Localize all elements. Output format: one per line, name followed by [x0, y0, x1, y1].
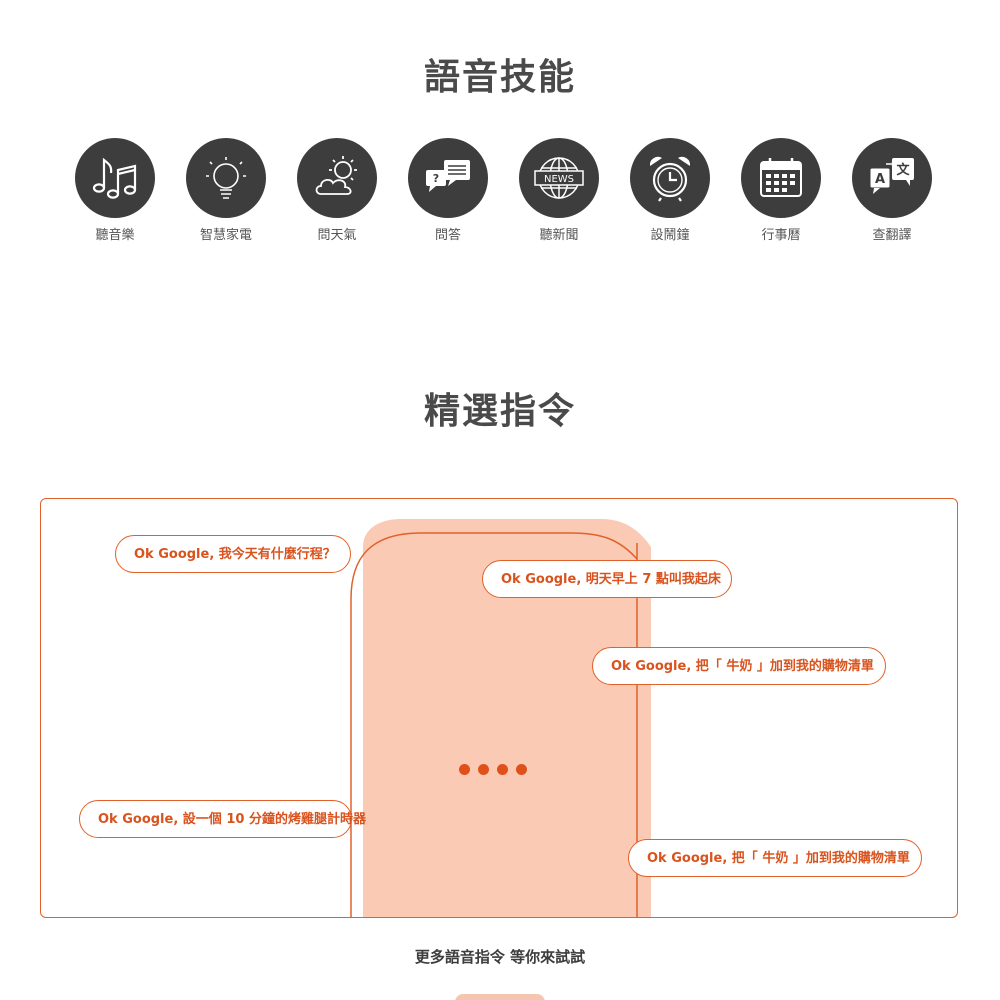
command-bubble-timer[interactable]: Ok Google, 設一個 10 分鐘的烤雞腿計時器	[79, 800, 366, 838]
translate-icon-cjk: 文	[896, 162, 910, 178]
skill-smart-home-circle	[186, 138, 266, 218]
skill-news-label: 聽新聞	[539, 228, 579, 243]
skill-news-circle: NEWS	[519, 138, 599, 218]
skills-row: 聽音樂 智慧家電	[72, 138, 932, 248]
bottom-button-hint[interactable]	[455, 994, 545, 1000]
commands-panel: Ok Google, 我今天有什麼行程？ Ok Google, 明天早上 7 點…	[40, 498, 958, 918]
qa-icon-mark: ?	[433, 172, 439, 185]
command-bubble-shopping-list[interactable]: Ok Google, 把「 牛奶 」加到我的購物清單	[592, 647, 886, 685]
skill-music-circle	[75, 138, 155, 218]
translate-icon: 文 A	[869, 158, 914, 194]
commands-title: 精選指令	[423, 391, 576, 432]
skill-qa-circle: ?	[408, 138, 488, 218]
skill-smart-home-label: 智慧家電	[199, 228, 252, 243]
command-bubble-schedule[interactable]: Ok Google, 我今天有什麼行程？	[115, 535, 351, 573]
indicator-dot	[478, 764, 489, 775]
skill-qa-label: 問答	[434, 228, 461, 243]
music-notes-icon	[92, 157, 137, 199]
skill-alarm-circle	[630, 138, 710, 218]
skill-calendar-circle	[741, 138, 821, 218]
skill-weather-label: 問天氣	[317, 228, 357, 243]
alarm-clock-icon	[649, 156, 691, 202]
calendar-icon	[760, 158, 802, 197]
skill-news[interactable]: NEWS 聽新聞	[509, 138, 609, 244]
question-chat-icon: ?	[426, 160, 470, 192]
more-commands-link[interactable]: 更多語音指令 等你來試試	[414, 948, 586, 966]
indicator-dot	[497, 764, 508, 775]
news-globe-icon: NEWS	[534, 157, 584, 199]
indicator-dot	[516, 764, 527, 775]
skill-translate-label: 查翻譯	[872, 228, 912, 243]
skill-translate[interactable]: 文 A 查翻譯	[842, 138, 942, 244]
listening-indicator	[459, 764, 539, 778]
skill-alarm[interactable]: 設鬧鐘	[620, 138, 720, 244]
skill-translate-circle: 文 A	[852, 138, 932, 218]
skill-calendar-label: 行事曆	[761, 228, 801, 243]
skill-qa[interactable]: ? 問答	[398, 138, 498, 244]
command-bubble-wake-up[interactable]: Ok Google, 明天早上 7 點叫我起床	[482, 560, 732, 598]
skill-music-label: 聽音樂	[95, 228, 135, 243]
translate-icon-latin: A	[875, 172, 885, 187]
skill-music[interactable]: 聽音樂	[65, 138, 165, 244]
skill-weather-circle	[297, 138, 377, 218]
skill-smart-home[interactable]: 智慧家電	[176, 138, 276, 244]
weather-sun-cloud-icon	[315, 156, 357, 195]
skills-title: 語音技能	[423, 57, 576, 98]
indicator-dot	[459, 764, 470, 775]
skill-weather[interactable]: 問天氣	[287, 138, 387, 244]
light-bulb-icon	[206, 157, 246, 199]
news-icon-text: NEWS	[544, 174, 574, 185]
skill-alarm-label: 設鬧鐘	[650, 228, 690, 243]
command-bubble-shopping-list-2[interactable]: Ok Google, 把「 牛奶 」加到我的購物清單	[628, 839, 922, 877]
skill-calendar[interactable]: 行事曆	[731, 138, 831, 244]
